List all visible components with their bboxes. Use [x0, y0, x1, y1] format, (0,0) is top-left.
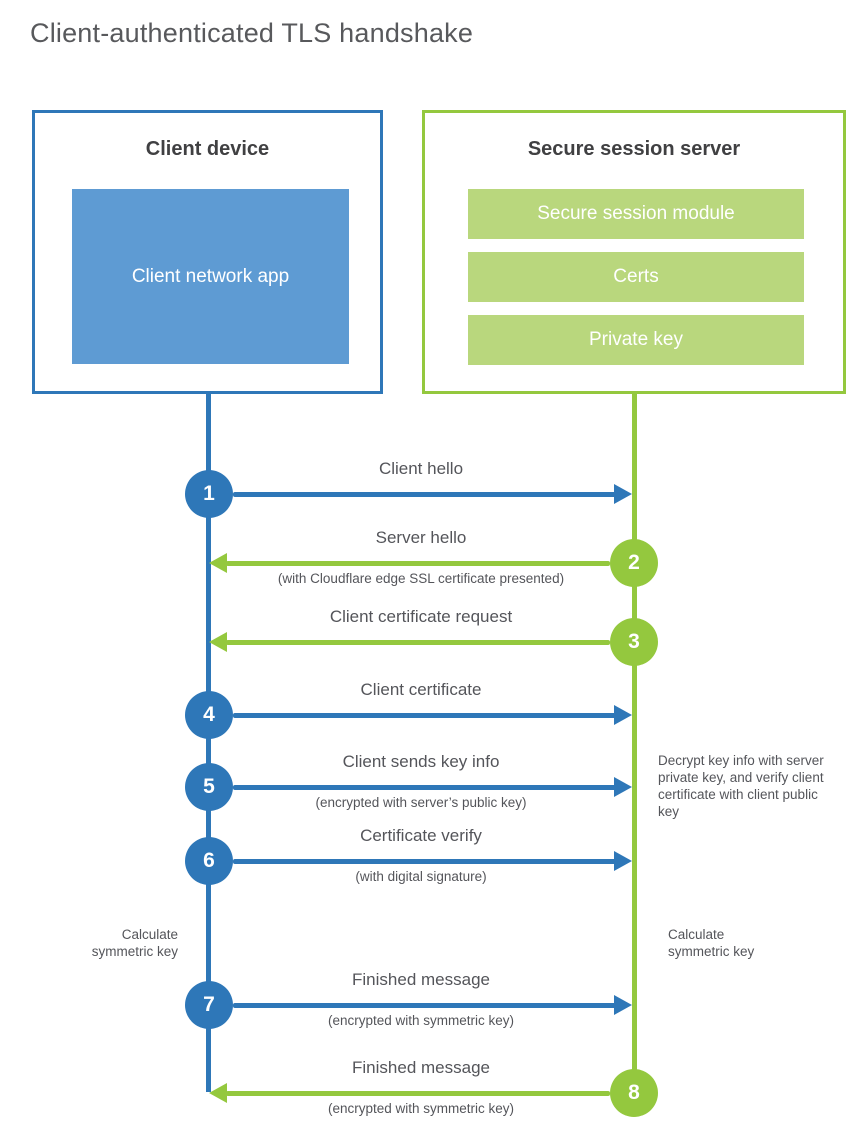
step-1-badge: 1	[185, 470, 233, 518]
step-7-arrow	[233, 1003, 616, 1008]
step-2-label: Server hello	[375, 528, 467, 547]
step-1-label: Client hello	[378, 459, 464, 478]
decrypt-key-note: Decrypt key info with server private key…	[658, 753, 824, 819]
server-module-private-key: Private key	[468, 315, 804, 365]
step-3-arrow	[226, 640, 610, 645]
step-3-badge: 3	[610, 618, 658, 666]
step-1: Client hello 1	[0, 444, 865, 544]
calculate-symmetric-key-server-note: Calculate symmetric key	[668, 927, 755, 959]
step-3: Client certificate request 3	[0, 592, 865, 692]
step-6-sublabel: (with digital signature)	[355, 869, 487, 884]
step-1-arrow	[233, 492, 616, 497]
step-7-badge: 7	[185, 981, 233, 1029]
step-4-arrowhead-icon	[614, 705, 632, 725]
step-8-arrowhead-icon	[209, 1083, 227, 1103]
step-5-arrow	[233, 785, 616, 790]
step-8-arrow	[226, 1091, 610, 1096]
step-7-arrowhead-icon	[614, 995, 632, 1015]
step-7-sublabel: (encrypted with symmetric key)	[327, 1013, 515, 1028]
step-2-sublabel: (with Cloudflare edge SSL certificate pr…	[277, 571, 565, 586]
step-2-badge: 2	[610, 539, 658, 587]
secure-session-server-box: Secure session server Secure session mod…	[422, 110, 846, 394]
client-device-box: Client device Client network app	[32, 110, 383, 394]
step-6: Certificate verify (with digital signatu…	[0, 811, 865, 911]
client-device-title: Client device	[145, 138, 270, 160]
step-7: Finished message (encrypted with symmetr…	[0, 955, 865, 1055]
client-network-app-label: Client network app	[131, 265, 290, 287]
step-8-badge: 8	[610, 1069, 658, 1117]
server-lifeline	[632, 392, 637, 1072]
step-6-arrowhead-icon	[614, 851, 632, 871]
client-network-app-box: Client network app	[72, 189, 349, 364]
step-5-label: Client sends key info	[342, 752, 500, 771]
secure-session-server-title: Secure session server	[527, 138, 741, 160]
step-2-arrow	[226, 561, 610, 566]
step-2: Server hello (with Cloudflare edge SSL c…	[0, 513, 865, 613]
step-6-arrow	[233, 859, 616, 864]
step-3-arrowhead-icon	[209, 632, 227, 652]
step-4-arrow	[233, 713, 616, 718]
step-4: Client certificate 4	[0, 665, 865, 765]
step-8-label: Finished message	[352, 1058, 490, 1077]
step-4-badge: 4	[185, 691, 233, 739]
step-6-badge: 6	[185, 837, 233, 885]
calculate-symmetric-key-client-note: Calculate symmetric key	[91, 927, 178, 959]
step-6-label: Certificate verify	[360, 826, 482, 845]
step-5-badge: 5	[185, 763, 233, 811]
step-2-arrowhead-icon	[209, 553, 227, 573]
step-4-label: Client certificate	[360, 680, 482, 699]
step-5-sublabel: (encrypted with server’s public key)	[315, 795, 527, 810]
client-lifeline	[206, 392, 211, 1092]
step-1-arrowhead-icon	[614, 484, 632, 504]
step-8: Finished message (encrypted with symmetr…	[0, 1043, 865, 1143]
step-5: Client sends key info (encrypted with se…	[0, 737, 865, 837]
step-7-label: Finished message	[352, 970, 490, 989]
server-module-certs: Certs	[468, 252, 804, 302]
server-module-secure-session: Secure session module	[468, 189, 804, 239]
step-3-label: Client certificate request	[329, 607, 513, 626]
step-8-sublabel: (encrypted with symmetric key)	[327, 1101, 515, 1116]
step-5-arrowhead-icon	[614, 777, 632, 797]
page-title: Client-authenticated TLS handshake	[30, 18, 474, 48]
